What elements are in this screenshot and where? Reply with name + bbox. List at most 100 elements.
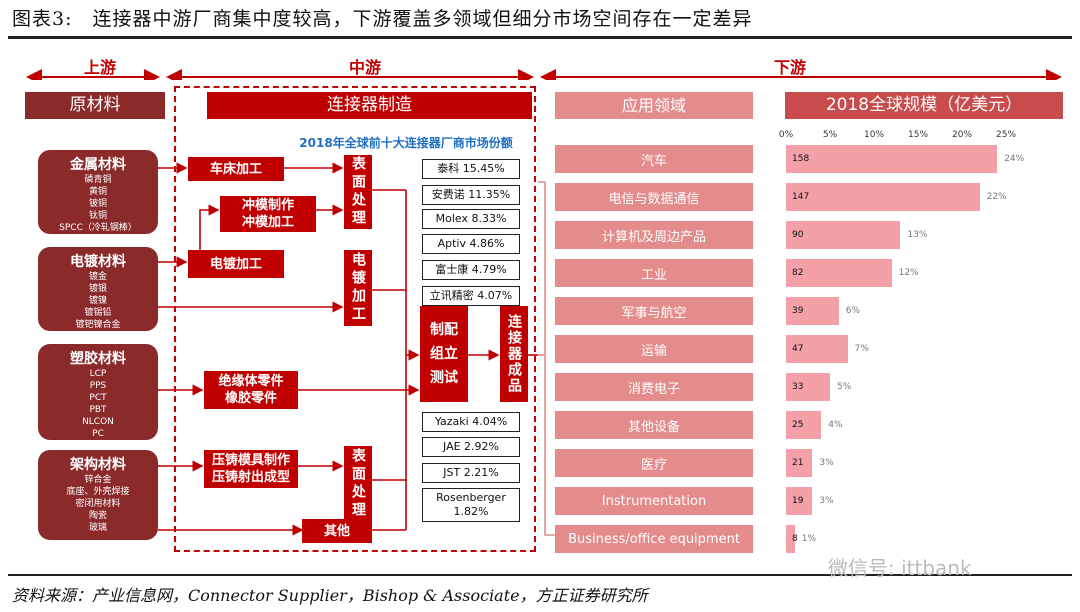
bar-value-label: 47 bbox=[792, 344, 804, 354]
electroplating-step: 电镀加工 bbox=[344, 250, 372, 326]
bar bbox=[786, 411, 822, 439]
bar-percent-label: 6% bbox=[845, 306, 861, 316]
bar-value-label: 33 bbox=[792, 382, 804, 392]
material-item: 陶瓷 bbox=[88, 511, 107, 521]
figure-title: 图表3: 连接器中游厂商集中度较高，下游覆盖多领域但细分市场空间存在一定差异 bbox=[12, 8, 753, 30]
material-item: 底座、外壳焊接 bbox=[66, 487, 130, 497]
bar bbox=[786, 373, 830, 401]
application-category: 计算机及周边产品 bbox=[555, 221, 753, 249]
bar bbox=[786, 525, 795, 553]
bar bbox=[786, 297, 839, 325]
manufacturing-header: 连接器制造 bbox=[207, 92, 532, 119]
process-line: 组立 bbox=[430, 346, 458, 362]
application-category: 汽车 bbox=[555, 145, 753, 173]
midstream-label: 中游 bbox=[348, 58, 381, 77]
connector-product: 连接器成品 bbox=[500, 306, 528, 402]
downstream-label: 下游 bbox=[773, 58, 806, 77]
market-share-item: 立讯精密 4.07% bbox=[422, 286, 520, 306]
material-item: 镀金 bbox=[88, 272, 107, 282]
bar-value-label: 25 bbox=[792, 420, 804, 430]
application-category: 医疗 bbox=[555, 449, 753, 477]
market-share-item: JAE 2.92% bbox=[422, 437, 520, 457]
bar-percent-label: 7% bbox=[854, 344, 869, 354]
material-item: PBT bbox=[89, 405, 107, 415]
material-item: PC bbox=[92, 429, 104, 439]
material-item: SPCC（冷轧钢棒） bbox=[59, 223, 137, 233]
market-share-item: 富士康 4.79% bbox=[422, 260, 520, 280]
application-category: 消费电子 bbox=[555, 373, 753, 401]
bar-value-label: 147 bbox=[792, 192, 810, 202]
segment-arrows bbox=[26, 69, 1062, 80]
material-plating: 电镀材料 镀金 镀银 镀镍 镀锡铅 镀钯镍合金 bbox=[38, 247, 158, 331]
assembly-test: 制配 组立 测试 bbox=[420, 306, 468, 402]
source-note: 资料来源：产业信息网，Connector Supplier，Bishop & A… bbox=[12, 586, 648, 605]
x-tick-label: 10% bbox=[864, 130, 885, 140]
watermark: 微信号: ittbank bbox=[828, 556, 972, 580]
process-line: 压铸模具制作 bbox=[211, 453, 290, 468]
application-category: 其他设备 bbox=[555, 411, 753, 439]
material-item: 镀锡铅 bbox=[84, 308, 112, 318]
process-line: 冲模制作 bbox=[241, 198, 294, 213]
application-category: 军事与航空 bbox=[555, 297, 753, 325]
material-item: 镀银 bbox=[88, 284, 107, 294]
material-title: 电镀材料 bbox=[70, 254, 126, 270]
application-category: 电信与数据通信 bbox=[555, 183, 753, 211]
plating-process: 电镀加工 bbox=[188, 250, 284, 278]
bar bbox=[786, 449, 813, 477]
material-item: 锌合金 bbox=[84, 475, 112, 485]
material-metal: 金属材料 磷青铜 黄铜 铍铜 钛铜 SPCC（冷轧钢棒） bbox=[38, 150, 158, 234]
market-share-item: Aptiv 4.86% bbox=[422, 234, 520, 254]
bar-percent-label: 1% bbox=[801, 534, 817, 544]
bar bbox=[786, 335, 848, 363]
bar-percent-label: 22% bbox=[986, 192, 1007, 202]
diecast-process: 压铸模具制作 压铸射出成型 bbox=[204, 450, 298, 488]
bar-percent-label: 3% bbox=[819, 496, 834, 506]
bar-value-label: 158 bbox=[792, 154, 810, 164]
bar-percent-label: 5% bbox=[837, 382, 852, 392]
material-item: 镀镍 bbox=[88, 296, 107, 306]
x-tick-label: 25% bbox=[996, 130, 1017, 140]
bar-percent-label: 4% bbox=[828, 420, 843, 430]
bar bbox=[786, 183, 980, 211]
market-share-item: 泰科 15.45% bbox=[422, 159, 520, 179]
material-item: PPS bbox=[89, 381, 107, 391]
raw-material-header: 原材料 bbox=[25, 92, 165, 119]
material-item: 磷青铜 bbox=[84, 175, 112, 185]
material-item: 密闭用材料 bbox=[75, 499, 121, 509]
process-line: 制配 bbox=[430, 322, 458, 338]
application-category: Instrumentation bbox=[555, 487, 753, 515]
market-share-item: JST 2.21% bbox=[422, 463, 520, 483]
surface-treatment-1: 表面处理 bbox=[344, 155, 372, 229]
insulator-process: 绝缘体零件 橡胶零件 bbox=[204, 371, 298, 409]
x-tick-label: 5% bbox=[822, 130, 838, 140]
process-line: 绝缘体零件 bbox=[218, 374, 284, 389]
scale-header: 2018全球规模（亿美元） bbox=[785, 92, 1063, 119]
process-line: 橡胶零件 bbox=[224, 391, 277, 406]
stamping-process: 冲模制作 冲模加工 bbox=[220, 196, 316, 232]
application-category: 工业 bbox=[555, 259, 753, 287]
bar-value-label: 39 bbox=[792, 306, 804, 316]
material-item: 玻璃 bbox=[88, 523, 107, 533]
top-rule bbox=[8, 36, 1072, 39]
bar-percent-label: 13% bbox=[907, 230, 928, 240]
material-item: 铍铜 bbox=[88, 199, 107, 209]
process-line: 压铸射出成型 bbox=[211, 470, 290, 485]
bar-percent-label: 12% bbox=[898, 268, 919, 278]
bar bbox=[786, 145, 998, 173]
midstream-frame bbox=[174, 86, 536, 552]
bar-value-label: 21 bbox=[792, 458, 804, 468]
bar-value-label: 8 bbox=[792, 534, 798, 544]
x-tick-label: 0% bbox=[778, 130, 794, 140]
market-share-title: 2018年全球前十大连接器厂商市场份额 bbox=[299, 136, 513, 150]
material-title: 金属材料 bbox=[70, 157, 126, 173]
surface-treatment-2: 表面处理 bbox=[344, 446, 372, 522]
bottom-rule bbox=[8, 574, 1072, 576]
x-tick-label: 15% bbox=[908, 130, 929, 140]
material-title: 架构材料 bbox=[70, 457, 126, 473]
bar-value-label: 19 bbox=[792, 496, 804, 506]
material-structure: 架构材料 锌合金 底座、外壳焊接 密闭用材料 陶瓷 玻璃 bbox=[38, 450, 158, 540]
material-item: PCT bbox=[89, 393, 107, 403]
lathe-process: 车床加工 bbox=[188, 157, 284, 181]
material-plastic: 塑胶材料 LCP PPS PCT PBT NLCON PC bbox=[38, 344, 158, 440]
